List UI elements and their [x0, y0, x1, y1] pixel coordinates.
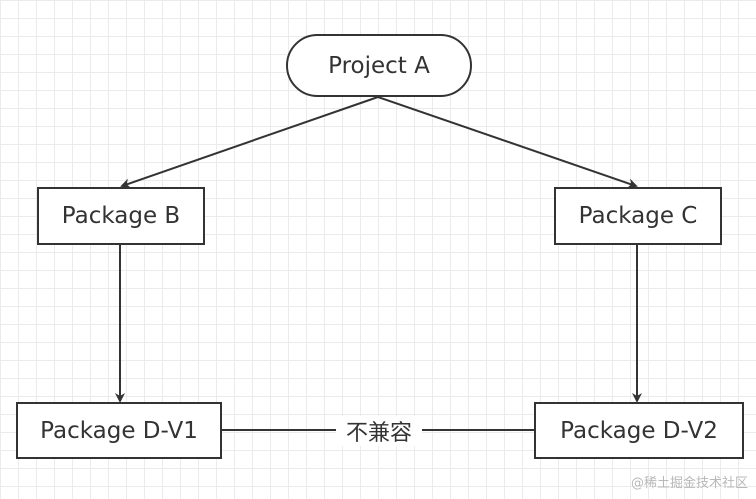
node-package-c: Package C — [554, 187, 722, 245]
edge-project-a-to-package-b — [120, 96, 379, 189]
node-package-b: Package B — [37, 187, 205, 245]
edge-project-a-to-package-c — [377, 96, 638, 189]
node-package-d-v1-label: Package D-V1 — [40, 417, 198, 444]
node-project-a-label: Project A — [328, 52, 430, 79]
watermark: @稀土掘金技术社区 — [630, 476, 748, 491]
node-package-c-label: Package C — [578, 203, 698, 229]
node-package-b-label: Package B — [61, 203, 181, 229]
node-project-a: Project A — [286, 34, 472, 97]
node-package-d-v1: Package D-V1 — [16, 402, 222, 459]
node-package-d-v2-label: Package D-V2 — [560, 417, 718, 444]
node-package-d-v2: Package D-V2 — [534, 402, 744, 459]
incompatible-edge-label: 不兼容 — [336, 416, 422, 446]
